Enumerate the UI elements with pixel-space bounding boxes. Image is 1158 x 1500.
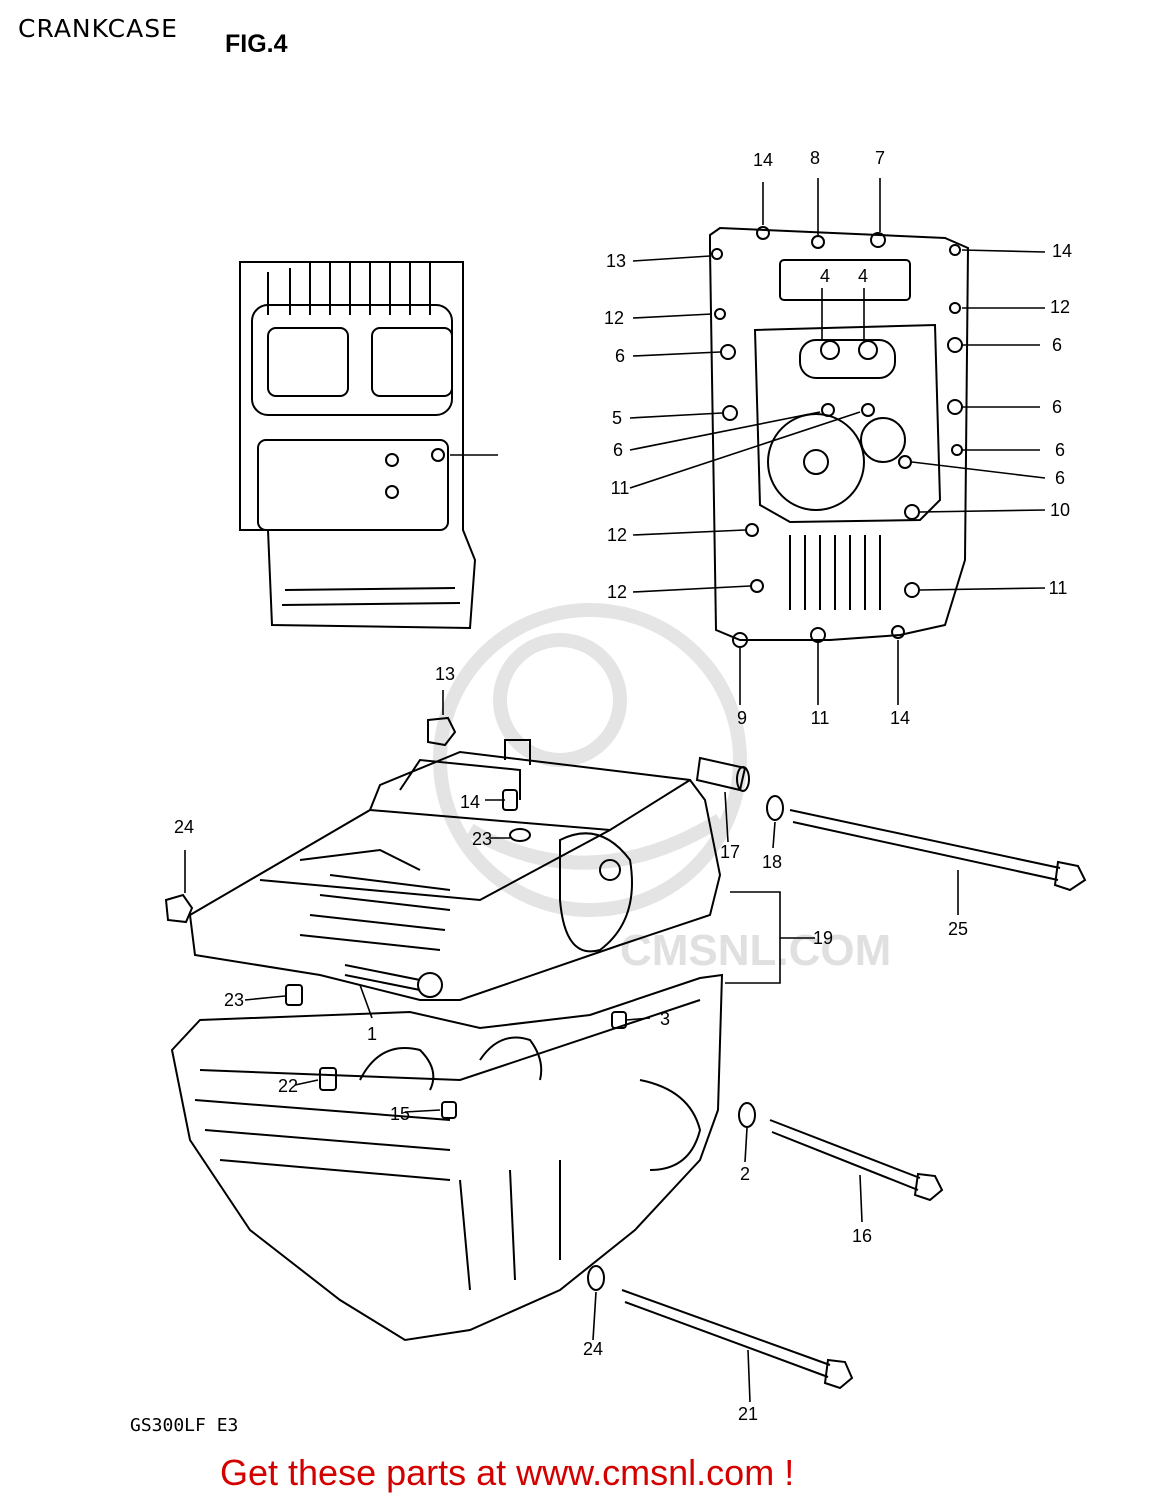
callout-23: 23 xyxy=(224,990,244,1010)
callout-12: 12 xyxy=(607,525,627,545)
callout-6: 6 xyxy=(1052,335,1062,355)
callout-4: 4 xyxy=(858,266,868,286)
callout-5: 5 xyxy=(612,408,622,428)
dowels-2-3-15-16 xyxy=(285,789,627,1119)
callout-14: 14 xyxy=(1052,241,1072,261)
callout-1: 1 xyxy=(367,1024,377,1044)
upper-crankcase-top-view xyxy=(239,261,477,630)
dowel-25 xyxy=(695,756,750,792)
callout-12: 12 xyxy=(607,582,627,602)
callout-6: 6 xyxy=(1052,397,1062,417)
callout-15: 15 xyxy=(390,1104,410,1124)
callout-13: 13 xyxy=(435,664,455,684)
callout-19: 19 xyxy=(813,928,833,948)
callout-14: 14 xyxy=(890,708,910,728)
callout-23: 23 xyxy=(472,829,492,849)
callout-11: 11 xyxy=(811,708,830,728)
callout-11: 11 xyxy=(611,478,630,498)
callout-4: 4 xyxy=(820,266,830,286)
nuts-23 xyxy=(164,716,457,924)
callout-12: 12 xyxy=(1050,297,1070,317)
bolt-19 xyxy=(789,809,1087,892)
callout-10: 10 xyxy=(1050,500,1070,520)
callout-6: 6 xyxy=(1055,440,1065,460)
lower-crankcase-bottom-view xyxy=(709,226,970,648)
bolt-21 xyxy=(769,1119,944,1202)
callout-14: 14 xyxy=(753,150,773,170)
leader-lines xyxy=(184,178,1046,1403)
callout-6: 6 xyxy=(1055,468,1065,488)
callout-8: 8 xyxy=(810,148,820,168)
callout-3: 3 xyxy=(660,1009,670,1029)
upper-crankcase-half xyxy=(188,739,722,1001)
watermark-text: CMSNL.COM xyxy=(620,926,891,975)
callout-13: 13 xyxy=(606,251,626,271)
callout-12: 12 xyxy=(604,308,624,328)
callout-11: 11 xyxy=(1049,578,1068,598)
callout-21: 21 xyxy=(738,1404,758,1424)
callout-2: 2 xyxy=(740,1164,750,1184)
callout-24: 24 xyxy=(583,1339,603,1359)
callout-18: 18 xyxy=(762,852,782,872)
callout-22: 22 xyxy=(278,1076,298,1096)
watermark-logo xyxy=(433,603,747,917)
callout-25: 25 xyxy=(948,919,968,939)
washers-24 xyxy=(587,795,784,1291)
callout-17: 17 xyxy=(720,842,740,862)
model-code: GS300LF E3 xyxy=(130,1415,239,1436)
callout-24: 24 xyxy=(174,817,194,837)
bolt-20 xyxy=(621,1289,854,1390)
callout-6: 6 xyxy=(613,440,623,460)
page-title: CRANKCASE xyxy=(18,14,178,43)
lower-crankcase-half xyxy=(170,973,724,1342)
figure-title: FIG.4 xyxy=(225,30,288,58)
callout-14: 14 xyxy=(460,792,480,812)
callout-16: 16 xyxy=(852,1226,872,1246)
callout-6: 6 xyxy=(615,346,625,366)
get-parts-link[interactable]: Get these parts at www.cmsnl.com ! xyxy=(220,1452,795,1493)
callout-7: 7 xyxy=(875,148,885,168)
callout-9: 9 xyxy=(737,708,747,728)
